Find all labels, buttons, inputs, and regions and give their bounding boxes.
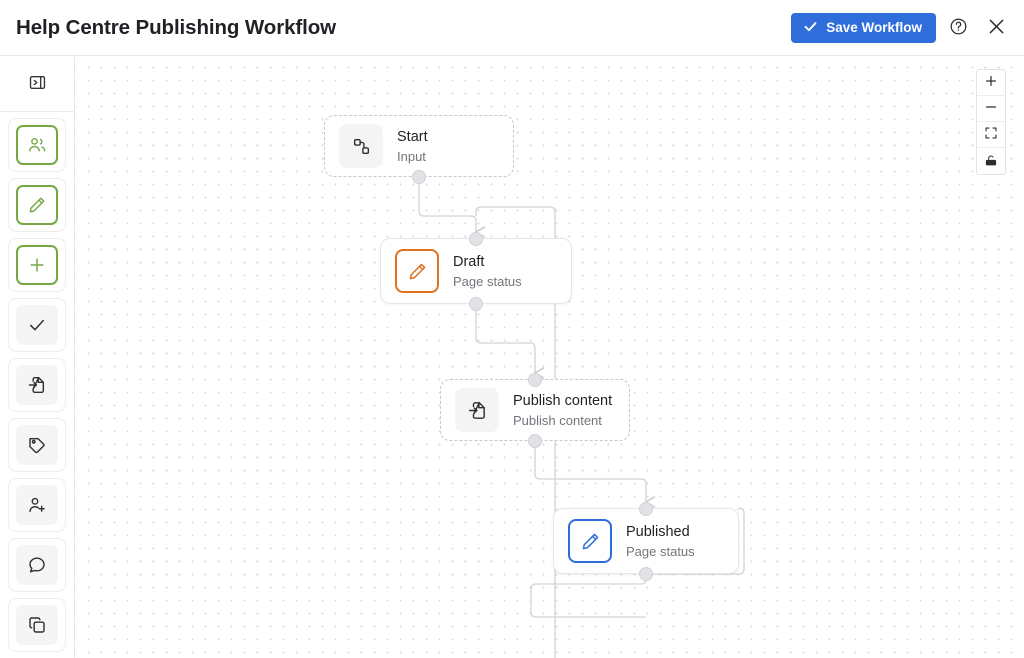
user-add-icon: [16, 485, 58, 525]
pencil-icon: [16, 185, 58, 225]
node-published-subtitle: Page status: [626, 543, 695, 559]
check-icon: [803, 19, 818, 37]
workflow-node-icon: [339, 124, 383, 168]
sidebar-item-assign-user[interactable]: [8, 478, 66, 532]
node-published-text: Published Page status: [626, 523, 695, 560]
node-published-title: Published: [626, 523, 690, 540]
fit-view-button[interactable]: [977, 122, 1005, 148]
save-workflow-label: Save Workflow: [826, 20, 922, 35]
sidebar-item-tag[interactable]: [8, 418, 66, 472]
workflow-canvas[interactable]: Start Input Draft Page status: [76, 56, 1024, 658]
lock-icon: [984, 153, 998, 170]
sidebar-item-add[interactable]: [8, 238, 66, 292]
close-icon: [986, 16, 1007, 40]
handle-draft-out[interactable]: [469, 297, 483, 311]
node-start-text: Start Input: [397, 128, 428, 165]
pencil-icon: [395, 249, 439, 293]
fit-screen-icon: [984, 126, 998, 143]
sidebar-item-edit[interactable]: [8, 178, 66, 232]
close-button[interactable]: [980, 12, 1012, 44]
node-start-title: Start: [397, 128, 428, 145]
node-publish-content-text: Publish content Publish content: [513, 392, 612, 429]
node-publish-content[interactable]: Publish content Publish content: [440, 379, 630, 441]
header-actions: Save Workflow: [791, 12, 1012, 44]
sidebar-item-publish[interactable]: [8, 358, 66, 412]
question-circle-icon: [949, 17, 968, 39]
handle-publish-out[interactable]: [528, 434, 542, 448]
handle-publish-in[interactable]: [528, 373, 542, 387]
panel-expand-button[interactable]: [23, 70, 51, 98]
handle-draft-in[interactable]: [469, 232, 483, 246]
copy-icon: [16, 605, 58, 645]
file-import-icon: [455, 388, 499, 432]
comment-icon: [16, 545, 58, 585]
node-start-subtitle: Input: [397, 148, 426, 164]
pencil-icon: [568, 519, 612, 563]
users-icon: [16, 125, 58, 165]
help-button[interactable]: [942, 12, 974, 44]
app-header: Help Centre Publishing Workflow Save Wor…: [0, 0, 1024, 56]
node-publish-content-subtitle: Publish content: [513, 412, 602, 428]
file-import-icon: [16, 365, 58, 405]
node-draft-text: Draft Page status: [453, 253, 522, 290]
plus-icon: [16, 245, 58, 285]
zoom-out-button[interactable]: [977, 96, 1005, 122]
sidebar-item-comment[interactable]: [8, 538, 66, 592]
node-draft-title: Draft: [453, 253, 485, 270]
plus-icon: [984, 74, 998, 91]
zoom-in-button[interactable]: [977, 70, 1005, 96]
handle-start-out[interactable]: [412, 170, 426, 184]
save-workflow-button[interactable]: Save Workflow: [791, 12, 936, 43]
page-title: Help Centre Publishing Workflow: [16, 15, 336, 39]
handle-published-out[interactable]: [639, 567, 653, 581]
node-start[interactable]: Start Input: [324, 115, 514, 177]
left-sidebar: [0, 56, 75, 658]
sidebar-item-duplicate[interactable]: [8, 598, 66, 652]
zoom-controls: [976, 69, 1006, 175]
sidebar-tool-list: [0, 112, 74, 652]
minus-icon: [984, 100, 998, 117]
sidebar-item-users[interactable]: [8, 118, 66, 172]
handle-published-in[interactable]: [639, 502, 653, 516]
node-draft-subtitle: Page status: [453, 273, 522, 289]
edge-layer: [418, 177, 745, 658]
panel-expand-icon: [28, 73, 47, 95]
lock-button[interactable]: [977, 148, 1005, 174]
tag-icon: [16, 425, 58, 465]
check-icon: [16, 305, 58, 345]
node-publish-content-title: Publish content: [513, 392, 613, 409]
node-draft[interactable]: Draft Page status: [380, 238, 572, 304]
sidebar-header: [0, 56, 74, 112]
node-published[interactable]: Published Page status: [553, 508, 739, 574]
sidebar-item-approve[interactable]: [8, 298, 66, 352]
